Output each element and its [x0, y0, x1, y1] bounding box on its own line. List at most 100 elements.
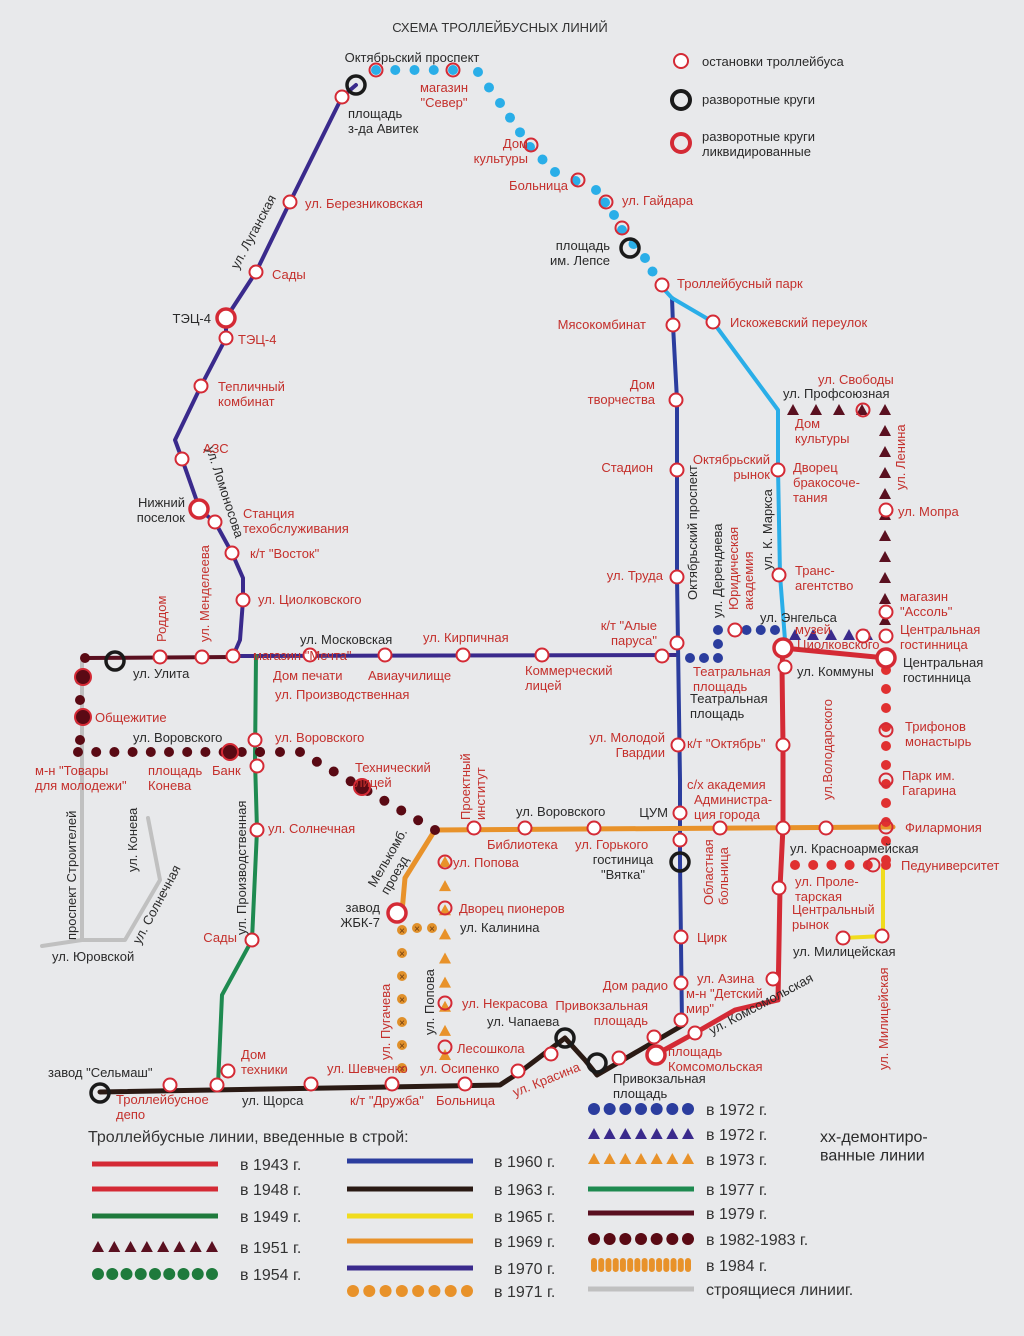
legend-year-label: в 1943 г. [240, 1157, 301, 1174]
station-stop[interactable] [249, 758, 265, 774]
station-stop[interactable] [874, 928, 890, 944]
station-stop[interactable] [225, 648, 241, 664]
station-stop[interactable] [194, 649, 210, 665]
station-stop[interactable] [777, 659, 793, 675]
station-stop[interactable] [523, 137, 539, 153]
removed-turn-circle-filled[interactable] [74, 668, 92, 686]
turn-circle[interactable] [586, 1052, 608, 1074]
removed-turn-circle-filled[interactable] [74, 708, 92, 726]
removed-turn-circle-filled[interactable] [353, 778, 371, 796]
station-stop[interactable] [598, 194, 614, 210]
removed-turn-circle-filled[interactable] [221, 743, 239, 761]
station-stop[interactable] [818, 820, 834, 836]
station-stop[interactable] [244, 932, 260, 948]
station-stop[interactable] [775, 820, 791, 836]
station-stop[interactable] [466, 820, 482, 836]
removed-turn-circle[interactable] [875, 647, 897, 669]
station-stop[interactable] [878, 819, 894, 835]
turn-circle[interactable] [89, 1082, 111, 1104]
station-stop[interactable] [878, 722, 894, 738]
station-stop[interactable] [878, 604, 894, 620]
station-stop[interactable] [672, 832, 688, 848]
station-stop[interactable] [775, 737, 791, 753]
station-stop[interactable] [855, 628, 871, 644]
station-stop[interactable] [384, 1076, 400, 1092]
station-stop[interactable] [249, 822, 265, 838]
station-stop[interactable] [668, 392, 684, 408]
station-stop[interactable] [878, 502, 894, 518]
station-stop[interactable] [654, 277, 670, 293]
station-stop[interactable] [248, 264, 264, 280]
station-stop[interactable] [455, 647, 471, 663]
station-stop[interactable] [665, 317, 681, 333]
station-stop[interactable] [247, 732, 263, 748]
station-stop[interactable] [543, 1046, 559, 1062]
station-stop[interactable] [878, 628, 894, 644]
turn-circle[interactable] [345, 74, 367, 96]
station-stop[interactable] [224, 545, 240, 561]
station-stop[interactable] [670, 737, 686, 753]
station-stop[interactable] [712, 820, 728, 836]
station-stop[interactable] [765, 971, 781, 987]
removed-turn-circle[interactable] [188, 498, 210, 520]
removed-turn-circle[interactable] [772, 637, 794, 659]
turn-circle[interactable] [669, 851, 691, 873]
station-stop[interactable] [193, 378, 209, 394]
station-stop[interactable] [437, 1039, 453, 1055]
station-stop[interactable] [377, 647, 393, 663]
station-stop[interactable] [445, 62, 461, 78]
station-stop[interactable] [771, 567, 787, 583]
station-stop[interactable] [771, 880, 787, 896]
station-stop[interactable] [174, 451, 190, 467]
station-stop[interactable] [437, 900, 453, 916]
station-stop[interactable] [654, 648, 670, 664]
station-stop[interactable] [646, 1029, 662, 1045]
removed-turn-circle[interactable] [215, 307, 237, 329]
turn-circle[interactable] [619, 237, 641, 259]
turn-circle[interactable] [104, 650, 126, 672]
station-stop[interactable] [303, 1076, 319, 1092]
station-stop[interactable] [669, 462, 685, 478]
station-stop[interactable] [368, 62, 384, 78]
removed-turn-circle[interactable] [386, 902, 408, 924]
station-stop[interactable] [669, 635, 685, 651]
legend-swatch-dots [666, 1233, 679, 1245]
station-stop[interactable] [878, 772, 894, 788]
station-stop[interactable] [334, 89, 350, 105]
station-stop[interactable] [162, 1077, 178, 1093]
station-stop[interactable] [207, 514, 223, 530]
station-stop[interactable] [770, 462, 786, 478]
station-stop[interactable] [611, 1050, 627, 1066]
station-stop[interactable] [302, 647, 318, 663]
station-stop[interactable] [687, 1025, 703, 1041]
station-stop[interactable] [673, 1012, 689, 1028]
station-stop[interactable] [282, 194, 298, 210]
station-stop[interactable] [510, 1063, 526, 1079]
station-stop[interactable] [865, 857, 881, 873]
station-stop[interactable] [152, 649, 168, 665]
station-stop[interactable] [614, 220, 630, 236]
station-stop[interactable] [534, 647, 550, 663]
station-stop[interactable] [517, 820, 533, 836]
station-stop[interactable] [855, 402, 871, 418]
station-stop[interactable] [672, 805, 688, 821]
station-stop[interactable] [437, 995, 453, 1011]
station-stop[interactable] [727, 622, 743, 638]
station-stop[interactable] [218, 330, 234, 346]
station-stop[interactable] [673, 929, 689, 945]
station-stop[interactable] [705, 314, 721, 330]
station-stop[interactable] [220, 1063, 236, 1079]
legend-swatch-pills [641, 1258, 648, 1272]
station-stop[interactable] [673, 975, 689, 991]
station-stop[interactable] [586, 820, 602, 836]
turn-circle[interactable] [554, 1027, 576, 1049]
station-stop[interactable] [570, 172, 586, 188]
label-oktyabr: к/т "Октябрь" [687, 736, 766, 751]
station-stop[interactable] [437, 854, 453, 870]
removed-turn-circle[interactable] [645, 1044, 667, 1066]
station-stop[interactable] [835, 930, 851, 946]
station-stop[interactable] [669, 569, 685, 585]
station-stop[interactable] [235, 592, 251, 608]
station-stop[interactable] [209, 1077, 225, 1093]
station-stop[interactable] [457, 1076, 473, 1092]
